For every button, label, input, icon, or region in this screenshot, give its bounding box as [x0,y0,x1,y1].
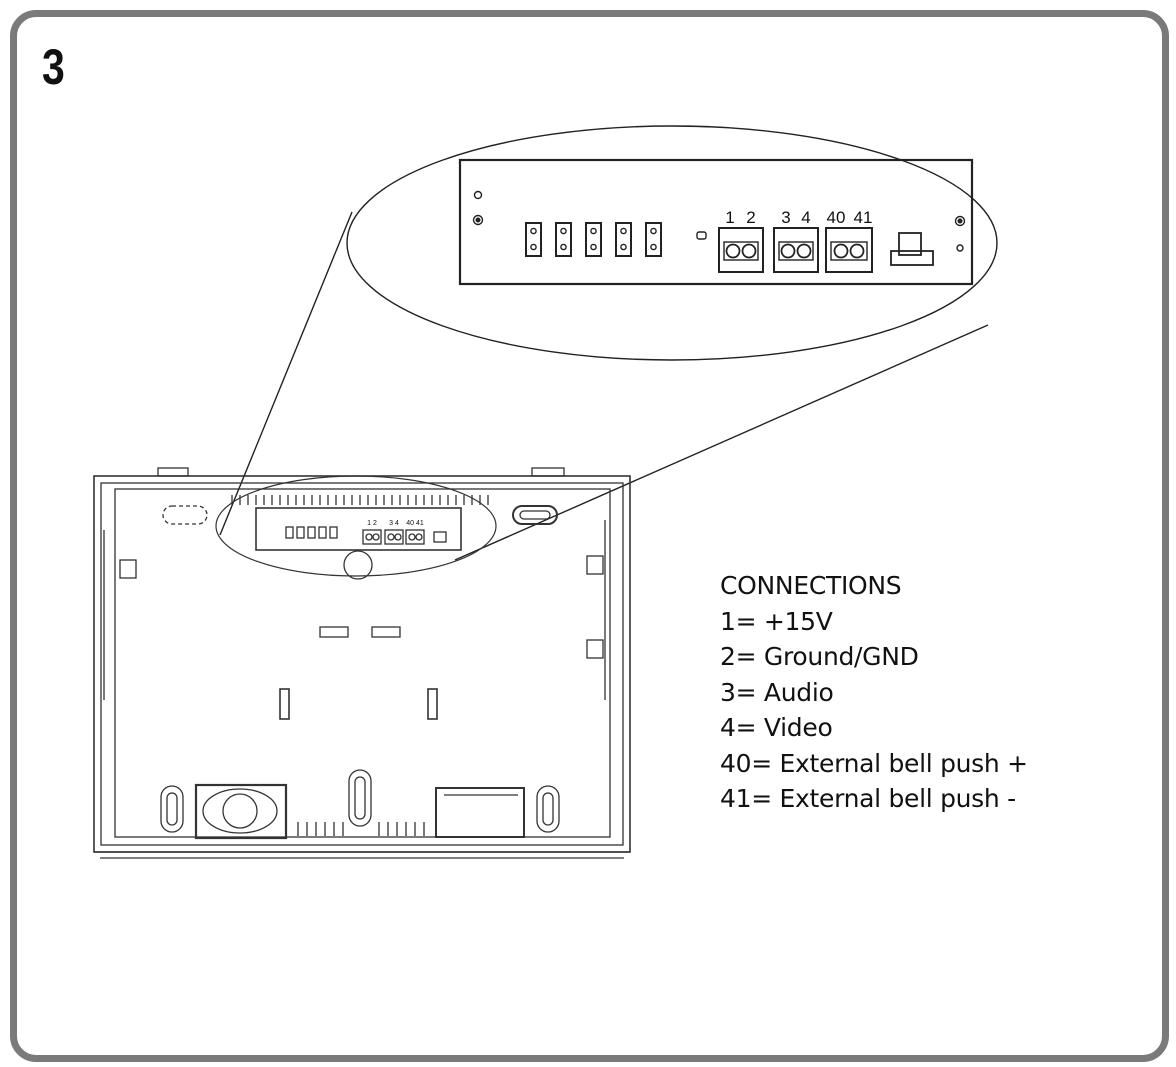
terminal-block-1-2 [718,227,764,273]
legend-item-2: 2= Ground/GND [720,642,919,671]
device-housing [93,467,631,859]
legend-item-41: 41= External bell push - [720,784,1016,813]
mini-label-1-2: 1 2 [367,520,377,527]
terminal-label-2: 2 [746,208,755,227]
magnified-terminal-board [458,158,974,286]
mini-label-40-41: 40 41 [406,520,424,527]
step-number: 3 [42,39,65,95]
connections-legend: CONNECTIONS 1= +15V 2= Ground/GND 3= Aud… [720,568,1028,817]
legend-item-3: 3= Audio [720,677,834,707]
mini-label-3-4: 3 4 [389,520,399,527]
terminal-block-3-4 [773,227,819,273]
terminal-labels: 1 2 3 4 40 41 [725,208,872,227]
terminal-block-40-41 [825,227,873,273]
zoom-line-left [219,211,353,536]
terminal-label-4: 4 [801,208,810,227]
legend-item-1: 1= +15V [720,606,833,636]
terminal-label-41: 41 [854,208,873,227]
legend-title: CONNECTIONS [720,571,902,600]
terminal-label-40: 40 [827,208,846,227]
legend-item-4: 4= Video [720,713,833,742]
zoom-line-right [454,324,989,561]
legend-item-40: 40= External bell push + [720,748,1028,778]
magnified-connector [890,232,934,266]
switch-bank [525,222,662,257]
terminal-label-3: 3 [781,208,790,227]
magnified-callout [346,125,998,361]
terminal-label-1: 1 [725,208,734,227]
mini-terminal-labels: 1 2 3 4 40 41 [367,520,424,527]
